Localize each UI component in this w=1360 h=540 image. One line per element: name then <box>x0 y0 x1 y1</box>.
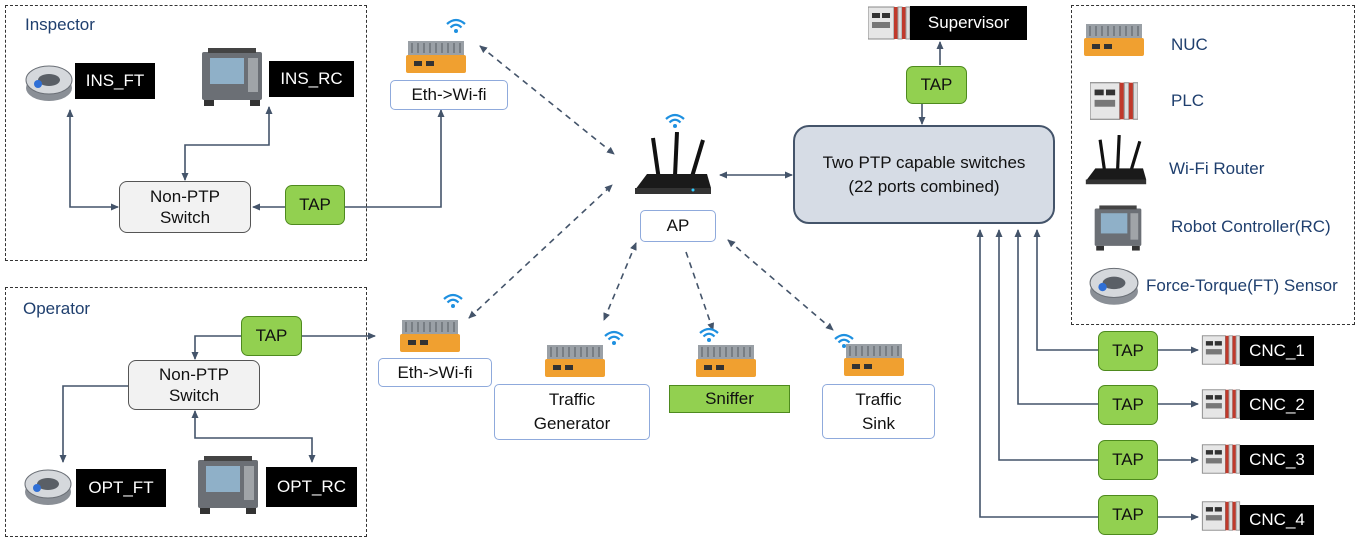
ap-generator-wireless <box>603 242 637 321</box>
opt-rc-link <box>191 410 316 463</box>
wifi-icon <box>698 327 720 343</box>
legend-label-robot-controller: Robot Controller(RC) <box>1171 217 1331 236</box>
supervisor-label: Supervisor <box>910 6 1027 40</box>
opt-bridge-ap-wireless <box>468 184 613 319</box>
cnc3-label: CNC_3 <box>1240 445 1314 475</box>
robot-controller-icon <box>196 48 268 106</box>
ins-bridge-ap-wireless <box>479 45 615 155</box>
plc-icon <box>1200 500 1242 532</box>
robot-controller-icon <box>1090 205 1146 251</box>
cnc4-tap: TAP <box>1098 495 1158 535</box>
opt-tap: TAP <box>241 316 302 356</box>
nuc-icon <box>543 341 607 381</box>
plc-icon <box>1090 78 1138 124</box>
wifi-icon <box>603 330 625 346</box>
cnc1-tap: TAP <box>1098 331 1158 371</box>
legend-label-nuc: NUC <box>1171 35 1208 54</box>
nuc-icon <box>842 340 906 380</box>
wifi-icon <box>442 293 464 309</box>
robot-controller-icon <box>192 456 264 514</box>
legend-label-ft-sensor: Force-Torque(FT) Sensor <box>1146 276 1338 295</box>
plc-icon <box>1200 443 1242 475</box>
supervisor-tap: TAP <box>906 66 967 104</box>
ins-tap: TAP <box>285 185 345 225</box>
ft-sensor-icon <box>24 60 74 104</box>
inspector-title: Inspector <box>25 15 95 34</box>
opt-eth-wifi-bridge-label: Eth->Wi-fi <box>378 358 492 387</box>
operator-title: Operator <box>23 299 91 318</box>
ins-ft-link <box>66 109 119 211</box>
traffic-generator-label: Traffic Generator <box>494 384 650 440</box>
opt-ft-link <box>59 385 128 463</box>
sniffer-label: Sniffer <box>669 385 790 413</box>
ft-sensor-icon <box>23 464 73 508</box>
cnc3-tap: TAP <box>1098 440 1158 480</box>
plc-icon <box>868 5 910 41</box>
ins-rc-link <box>181 106 273 181</box>
plc-icon <box>1200 334 1242 366</box>
inspector-group <box>5 5 367 261</box>
wifi-router-icon <box>633 132 713 200</box>
cnc2-up-link <box>1014 229 1098 405</box>
cnc4-label: CNC_4 <box>1240 505 1314 535</box>
wifi-icon <box>833 333 855 349</box>
opt-rc-label: OPT_RC <box>266 467 357 507</box>
nuc-icon <box>398 316 462 356</box>
wifi-icon <box>445 18 467 34</box>
legend-label-plc: PLC <box>1171 91 1205 110</box>
cnc4-up-link <box>976 229 1098 518</box>
ap-sink-wireless <box>727 239 834 331</box>
opt-non-ptp-switch: Non-PTP Switch <box>128 360 260 410</box>
opt-ft-label: OPT_FT <box>76 469 166 507</box>
cnc3-up-link <box>995 229 1098 461</box>
ins-ft-label: INS_FT <box>75 63 155 99</box>
plc-icon <box>1200 388 1242 420</box>
ins-non-ptp-switch: Non-PTP Switch <box>119 181 251 233</box>
ins-rc-label: INS_RC <box>269 61 354 97</box>
wifi-icon <box>664 113 686 129</box>
nuc-icon <box>694 341 758 381</box>
nuc-icon <box>404 37 468 77</box>
opt-tap-switch-link <box>191 335 241 360</box>
ins-tap-bridge-link <box>345 109 445 208</box>
operator-group <box>5 287 367 537</box>
ptp-switches: Two PTP capable switches (22 ports combi… <box>793 125 1055 224</box>
cnc2-tap: TAP <box>1098 385 1158 425</box>
ap-sniffer-wireless <box>685 251 715 331</box>
ap-label: AP <box>640 210 716 242</box>
ft-sensor-icon <box>1088 262 1140 308</box>
cnc1-up-link <box>1033 229 1098 351</box>
ins-eth-wifi-bridge-label: Eth->Wi-fi <box>390 80 508 110</box>
traffic-sink-label: Traffic Sink <box>822 384 935 439</box>
wifi-router-icon <box>1084 135 1148 189</box>
cnc1-label: CNC_1 <box>1240 336 1314 366</box>
nuc-icon <box>1082 20 1146 60</box>
legend-box <box>1071 5 1355 325</box>
legend-label-wifi-router: Wi-Fi Router <box>1169 159 1265 178</box>
cnc2-label: CNC_2 <box>1240 390 1314 420</box>
